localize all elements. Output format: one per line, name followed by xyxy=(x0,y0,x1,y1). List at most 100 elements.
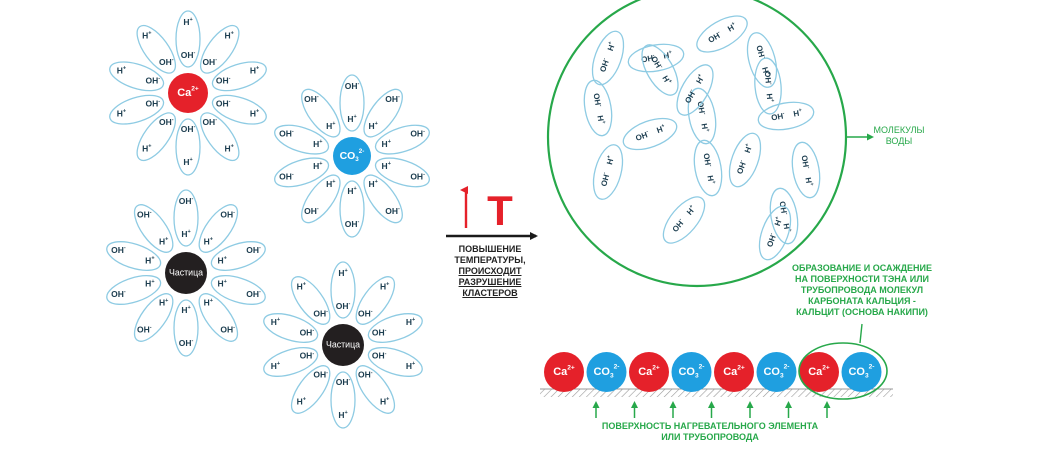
water-molecule-shell xyxy=(592,144,624,200)
inner-group-label: H+ xyxy=(326,121,335,131)
cluster-center-ion-label: CO32- xyxy=(340,147,365,162)
cluster-petal xyxy=(367,347,423,377)
cluster-petal xyxy=(301,88,341,138)
water-molecule-shell xyxy=(622,117,678,151)
surface-ion-2-disc xyxy=(586,352,627,392)
inner-group-label: H+ xyxy=(181,229,190,239)
outer-group-label: OH- xyxy=(345,81,360,91)
calcite-deposit: Ca2+CO32-Ca2+CO32-Ca2+CO32-Ca2+CO32- xyxy=(544,352,882,392)
water-label-line1: МОЛЕКУЛЫ xyxy=(873,125,925,135)
outer-group-label: H+ xyxy=(117,66,126,76)
water-h-label: H+ xyxy=(765,93,775,103)
outer-group-label: H+ xyxy=(338,268,347,278)
inner-group-label: OH- xyxy=(372,351,387,361)
water-oh-label: OH- xyxy=(763,71,774,86)
heating-surface xyxy=(540,389,893,397)
outer-group-label: OH- xyxy=(246,245,261,255)
water-molecule-shell xyxy=(687,87,717,145)
cluster-petal xyxy=(175,10,201,68)
cluster-petal xyxy=(106,275,162,305)
water-h-label: H+ xyxy=(772,216,784,228)
outer-group-label: H+ xyxy=(297,397,306,407)
inner-group-label: H+ xyxy=(347,186,356,196)
outer-group-label: H+ xyxy=(250,66,259,76)
surface-ion-1-disc xyxy=(544,352,584,392)
temperature-symbol: T xyxy=(487,187,513,234)
water-molecule-shell xyxy=(757,101,815,131)
inner-group-label: OH- xyxy=(313,309,328,319)
water-molecule-shell xyxy=(676,64,714,116)
inner-group-label: OH- xyxy=(216,76,231,86)
outer-group-label: H+ xyxy=(117,109,126,119)
surface-ion-7: Ca2+ xyxy=(799,352,839,392)
cluster-petal xyxy=(109,61,165,92)
calcite-highlight xyxy=(798,342,888,400)
deposit-caption-line5: КАЛЬЦИТ (ОСНОВА НАКИПИ) xyxy=(796,307,928,317)
surface-caption-line2: ИЛИ ТРУБОПРОВОДА xyxy=(661,432,759,442)
deposit-caption-line1: ОБРАЗОВАНИЕ И ОСАЖДЕНИЕ xyxy=(792,263,932,273)
cluster-petal xyxy=(210,241,266,271)
outer-group-label: OH- xyxy=(137,210,152,220)
water-oh-label: OH- xyxy=(640,53,655,65)
outer-group-label: H+ xyxy=(250,109,259,119)
water-molecule: OH-H+ xyxy=(591,30,625,86)
inner-group-label: H+ xyxy=(313,161,322,171)
water-molecule-shell xyxy=(696,15,748,53)
water-h-label: H+ xyxy=(694,73,707,85)
water-molecule: OH-H+ xyxy=(757,101,815,131)
water-molecule: OH-H+ xyxy=(746,32,778,88)
deposit-caption-line4: КАРБОНАТА КАЛЬЦИЯ - xyxy=(808,296,916,306)
cluster-1: H+OH-H+OH-H+OH-H+OH-H+OH-H+OH-H+OH-H+OH-… xyxy=(109,10,267,176)
inner-group-label: H+ xyxy=(368,179,377,189)
surface-ion-8-disc xyxy=(841,352,882,392)
temperature-caption-line4: РАЗРУШЕНИЕ xyxy=(458,277,522,287)
cluster-petal xyxy=(198,293,239,342)
surface-ion-5-label: Ca2+ xyxy=(723,364,745,378)
outer-group-label: OH- xyxy=(137,325,152,335)
water-h-label: H+ xyxy=(660,74,673,86)
cluster-petal xyxy=(133,293,174,342)
ion-clusters: H+ OH- H+ OH- H+ OH- H+ OH- H+ OH- H+ OH- H+ OH- H+ OH-… xyxy=(106,10,430,429)
surface-ion-1-label: Ca2+ xyxy=(553,364,575,378)
inner-group-label: OH- xyxy=(181,124,196,134)
cluster-center-ion: Ca2+ xyxy=(168,73,208,113)
inner-group-label: H+ xyxy=(204,237,213,247)
outer-group-label: OH- xyxy=(345,219,360,229)
surface-ion-7-label: Ca2+ xyxy=(808,364,830,378)
deposit-caption-line2: НА ПОВЕРХНОСТИ ТЭНА ИЛИ xyxy=(794,274,930,284)
water-molecule-shell xyxy=(583,79,613,137)
inner-group-label: OH- xyxy=(336,377,351,387)
surface-ion-6-label: CO32- xyxy=(763,363,789,379)
outer-group-label: H+ xyxy=(183,17,192,27)
water-molecule: OH-H+ xyxy=(791,141,821,199)
cluster-petal xyxy=(363,88,403,138)
cluster-2: OH-H+OH-H+OH-H+OH-H+OH-H+OH-H+OH-H+OH-H+… xyxy=(274,74,430,238)
inner-group-label: OH- xyxy=(202,57,217,67)
water-oh-label: OH- xyxy=(634,129,650,143)
surface-ion-4-label: CO32- xyxy=(678,363,704,379)
water-molecule: OH-H+ xyxy=(622,117,678,151)
temperature-caption-line5: КЛАСТЕРОВ xyxy=(462,288,518,298)
surface-ion-5-disc xyxy=(714,352,754,392)
cluster-petal xyxy=(106,241,162,271)
cluster-petal xyxy=(198,204,239,253)
water-oh-label: OH- xyxy=(670,217,686,234)
outer-group-label: H+ xyxy=(224,31,233,41)
water-molecule-shell xyxy=(754,57,782,115)
cluster-petal xyxy=(274,157,330,188)
outer-group-label: OH- xyxy=(220,325,235,335)
water-label-line2: ВОДЫ xyxy=(885,136,913,146)
outer-group-label: OH- xyxy=(179,338,194,348)
surface-ion-2-label: CO32- xyxy=(593,363,619,379)
surface-ion-8-label: CO32- xyxy=(848,363,874,379)
cluster-center-ion-disc xyxy=(165,252,207,294)
outer-group-label: H+ xyxy=(380,282,389,292)
water-molecule: OH-H+ xyxy=(696,15,748,53)
surface-ion-7-disc xyxy=(799,352,839,392)
cluster-petal xyxy=(211,61,267,92)
water-molecule-shell xyxy=(728,132,762,188)
cluster-center-ion-disc xyxy=(168,73,208,113)
water-h-label: H+ xyxy=(605,155,616,166)
inner-group-label: OH- xyxy=(181,50,196,60)
water-molecule-shell xyxy=(591,30,625,86)
